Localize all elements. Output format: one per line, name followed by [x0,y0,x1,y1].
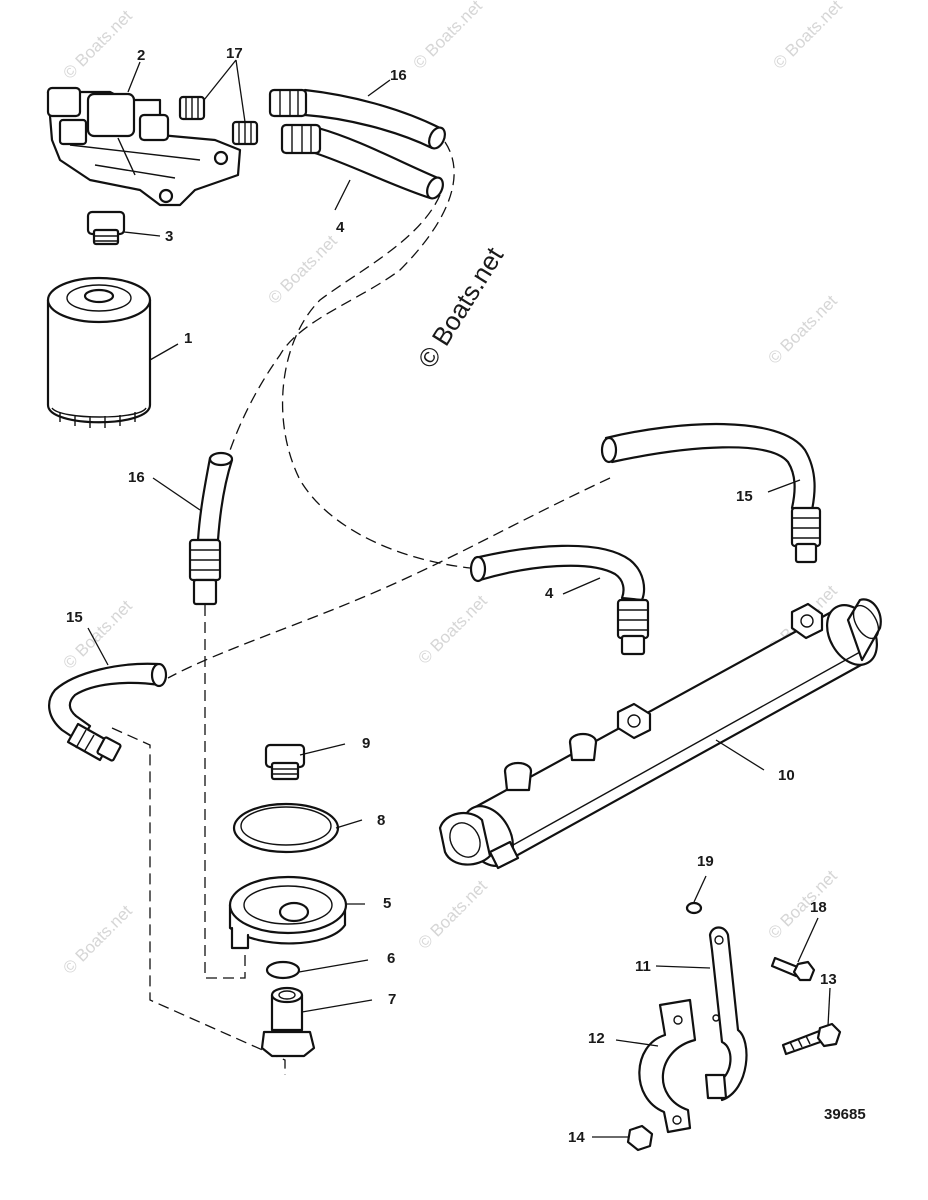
threaded-plug [86,210,126,246]
filter-mount-bracket [46,86,242,207]
watermark-tile: © Boats.net [414,591,491,668]
callout-18: 18 [810,899,827,916]
watermark-tile: © Boats.net [764,291,841,368]
filter-adapter [228,875,348,950]
callout-15-left: 15 [66,609,83,626]
watermark-tile: © Boats.net [59,6,136,83]
small-washer [685,901,703,915]
callout-1: 1 [184,330,192,347]
callout-16-mid: 16 [128,469,145,486]
callout-3: 3 [165,228,173,245]
screw-13 [781,1022,842,1056]
leader-lines [87,59,831,1138]
oil-cooler [438,598,882,870]
hose-15-left [48,662,168,762]
callout-15-right: 15 [736,488,753,505]
callout-5: 5 [383,895,391,912]
strap-bracket [704,926,748,1102]
callout-16-top: 16 [390,67,407,84]
callout-13: 13 [820,971,837,988]
adapter-nipple [264,743,306,781]
nut [626,1124,654,1152]
sealing-washer [265,960,301,980]
callout-6: 6 [387,950,395,967]
watermark-tile: © Boats.net [764,866,841,943]
watermark-tile: © Boats.net [409,0,486,73]
lower-hose-16 [188,451,234,606]
watermark-tile: © Boats.net [59,596,136,673]
hose-routing-dashes [111,141,611,1075]
clamp [638,998,697,1134]
oil-filter [46,276,152,428]
bolt-18 [770,956,816,982]
callout-4-mid: 4 [545,585,554,602]
callout-7: 7 [388,991,396,1008]
connector [260,986,316,1058]
callout-12: 12 [588,1030,605,1047]
diagram-number: 39685 [824,1106,866,1123]
callout-14: 14 [568,1129,585,1146]
upper-hoses [268,88,446,200]
callout-2: 2 [137,47,145,64]
callout-8: 8 [377,812,385,829]
callout-10: 10 [778,767,795,784]
hose-4-middle [469,544,650,656]
watermark-tile: © Boats.net [264,231,341,308]
watermark-tile: © Boats.net [769,0,846,73]
watermark-main: © Boats.net [412,241,510,373]
watermark-tile: © Boats.net [59,901,136,978]
callout-19: 19 [697,853,714,870]
o-ring [232,802,340,854]
hose-15-right [600,422,822,564]
callout-17: 17 [226,45,243,62]
callout-9: 9 [362,735,370,752]
watermark-tile: © Boats.net [414,876,491,953]
hose-fittings [178,95,259,146]
callout-4-top: 4 [336,219,345,236]
callout-11: 11 [635,958,651,975]
callout-labels: 2 17 16 4 3 1 16 15 4 15 9 10 8 19 5 18 … [66,45,837,1146]
